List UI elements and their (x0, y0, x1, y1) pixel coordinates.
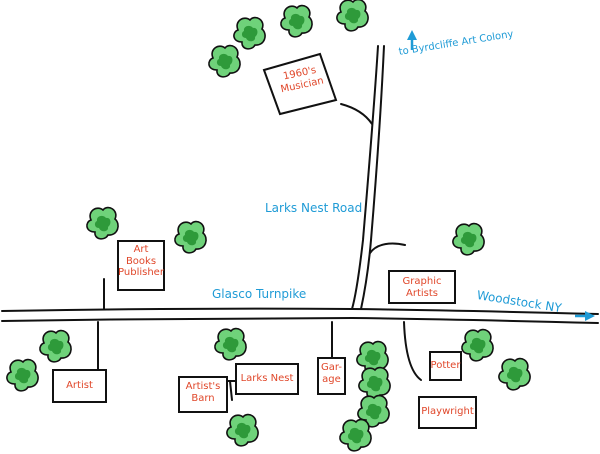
tree-icon (358, 366, 391, 400)
potter-building (429, 351, 462, 381)
larks-nest-road-line-left (351, 45, 379, 310)
garage-building (317, 357, 346, 395)
tree-icon (339, 418, 372, 452)
potter-driveway (403, 321, 422, 381)
publisher-building (117, 240, 165, 291)
larks-nest-building (235, 363, 299, 395)
glasco-turnpike-label: Glasco Turnpike (212, 287, 307, 301)
graphic-artists-building (388, 270, 456, 304)
tree-icon (208, 44, 241, 78)
tree-icon (336, 0, 369, 32)
tree-icon (498, 357, 531, 391)
tree-icon (6, 358, 39, 392)
artist-building (52, 369, 107, 403)
tree-icon (280, 4, 313, 38)
musician-driveway (340, 103, 373, 125)
playwright-label: Playwright (421, 406, 474, 417)
tree-icon (461, 328, 494, 362)
arrow-up-icon (407, 30, 417, 50)
tree-icon (214, 327, 247, 361)
playwright-building (418, 396, 477, 429)
tree-icon (452, 222, 485, 256)
arrow-right-icon (575, 311, 595, 321)
tree-icon (226, 413, 259, 447)
tree-icon (39, 329, 72, 363)
larks-nest-label: Larks Nest (240, 373, 294, 384)
potter-label: Potter (430, 360, 461, 371)
graphic-artists-driveway (369, 242, 406, 254)
garage-label: Gar-age (321, 362, 342, 385)
tree-icon (233, 16, 266, 50)
larks-nest-road-label: Larks Nest Road (265, 201, 363, 215)
tree-icon (174, 220, 207, 254)
barn-connector (229, 380, 233, 401)
musician-building (262, 52, 338, 116)
glasco-turnpike-line-top (1, 307, 599, 315)
artists-barn-building (178, 376, 228, 413)
artist-label: Artist (66, 380, 93, 391)
larks-nest-road-line-right (360, 45, 385, 310)
glasco-turnpike-line-bottom (1, 317, 599, 324)
tree-icon (86, 206, 119, 240)
